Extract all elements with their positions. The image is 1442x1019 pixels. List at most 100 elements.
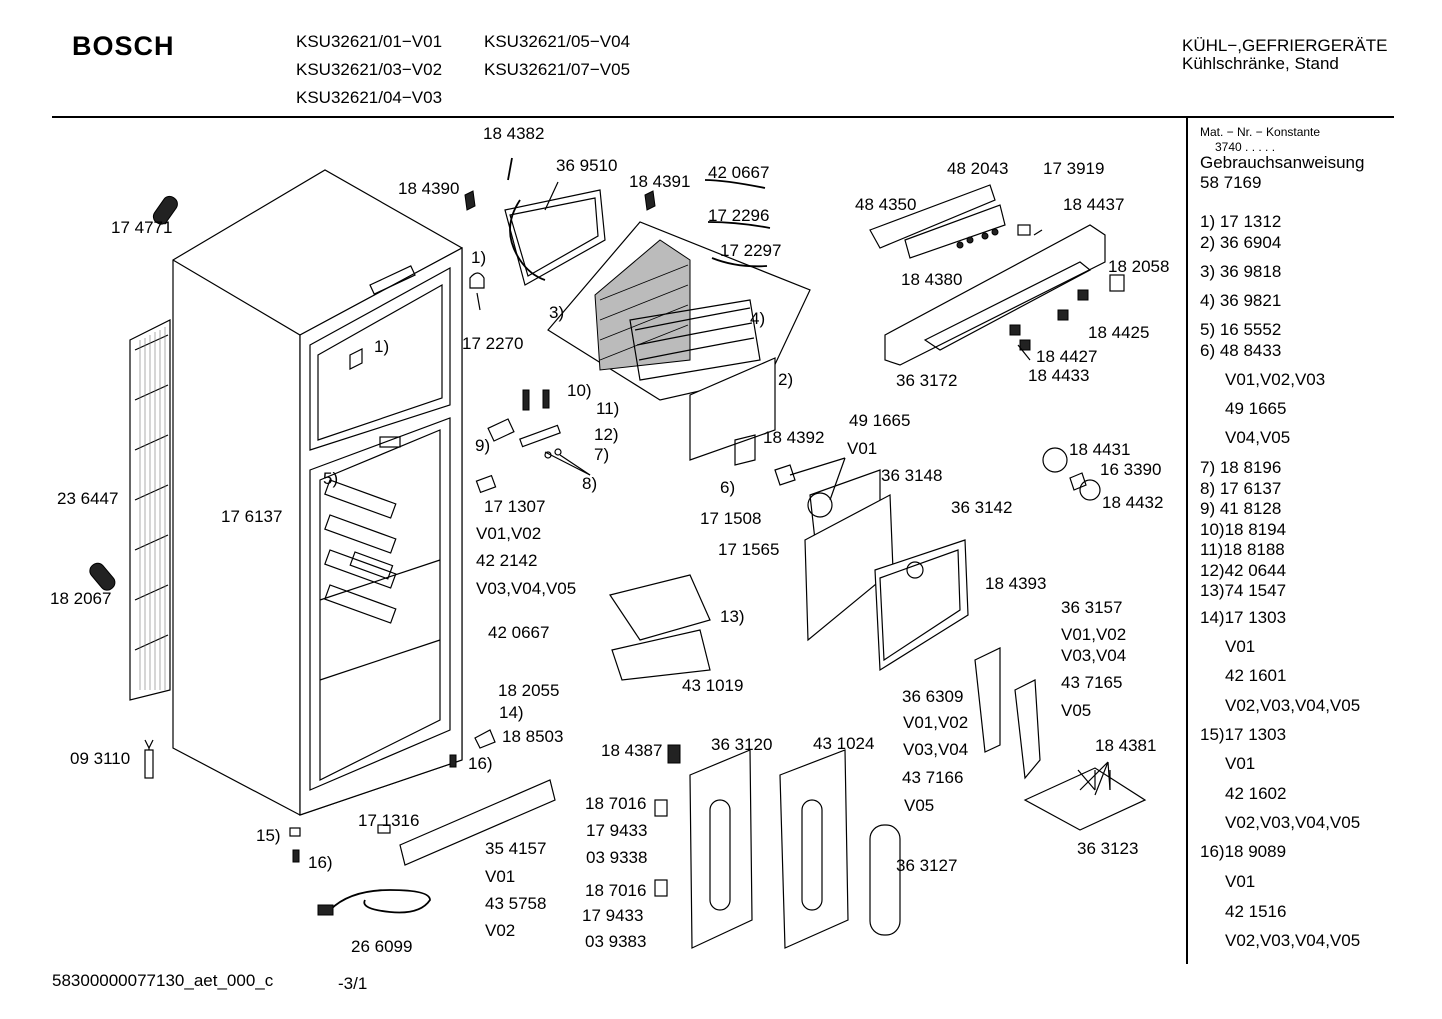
manual-label: Gebrauchsanweisung [1200, 153, 1365, 172]
parts-list-item: 11)18 8188 [1200, 540, 1285, 559]
part-label: 36 3172 [896, 371, 958, 390]
part-label: 17 1565 [718, 540, 780, 559]
part-label: 18 2055 [498, 681, 560, 700]
fan-and-covers [774, 447, 1101, 672]
mat-label: Mat. − Nr. − Konstante [1200, 125, 1321, 139]
parts-list-item: 8) 17 6137 [1200, 479, 1282, 498]
parts-list-item: 3) 36 9818 [1200, 262, 1282, 281]
door-bins [399, 574, 1147, 866]
part-label: 18 4433 [1028, 366, 1090, 385]
parts-list-item: V04,V05 [1225, 428, 1291, 447]
part-label: 17 1508 [700, 509, 762, 528]
parts-list-item: 12)42 0644 [1200, 561, 1287, 580]
parts-list-item: 42 1516 [1225, 902, 1287, 921]
part-label: 36 6309 [902, 687, 964, 706]
part-label: 18 4382 [483, 124, 545, 143]
part-label: V05 [904, 796, 935, 815]
parts-list-item: V01 [1225, 754, 1256, 773]
parts-list-item: 42 1602 [1225, 784, 1287, 803]
part-label: 17 2297 [720, 241, 782, 260]
parts-list-item: V01 [1225, 637, 1256, 656]
leader-lines [544, 181, 1111, 796]
part-label: 11) [596, 399, 620, 418]
part-label: 09 3110 [70, 749, 131, 768]
part-label: 1) [471, 248, 487, 267]
mat-value: 3740 . . . . . [1215, 140, 1276, 154]
part-label: V02 [485, 921, 516, 940]
part-label: 18 4391 [629, 172, 691, 191]
part-label: V03,V04 [1061, 646, 1127, 665]
part-label: 10) [567, 381, 592, 400]
brand-logo: BOSCH [72, 31, 175, 61]
manual-number: 58 7169 [1200, 173, 1262, 192]
part-label: 43 1024 [813, 734, 875, 753]
part-label: V01,V02 [1061, 625, 1127, 644]
part-label: 18 8503 [502, 727, 564, 746]
part-label: 35 4157 [485, 839, 547, 858]
part-label: 17 6137 [221, 507, 283, 526]
part-label: 36 3148 [881, 466, 943, 485]
parts-list-item: 4) 36 9821 [1200, 291, 1282, 310]
part-label: V03,V04,V05 [476, 579, 577, 598]
parts-list-item: V02,V03,V04,V05 [1225, 931, 1361, 950]
parts-list-item: 15)17 1303 [1200, 725, 1287, 744]
part-label: 36 3127 [896, 856, 958, 875]
part-label: 7) [594, 445, 610, 464]
parts-list-item: 1) 17 1312 [1200, 212, 1282, 231]
part-label: 18 4427 [1036, 347, 1098, 366]
model-3: KSU32621/03−V02 [296, 60, 443, 79]
part-label: 26 6099 [351, 937, 413, 956]
part-label: 12) [594, 425, 619, 444]
part-label: 18 4381 [1095, 736, 1157, 755]
part-label: 18 4431 [1069, 440, 1131, 459]
part-label: 16) [468, 754, 493, 773]
part-label: 03 9338 [586, 848, 648, 867]
part-label: 17 9433 [586, 821, 648, 840]
parts-list-item: V02,V03,V04,V05 [1225, 696, 1361, 715]
part-label: 5) [323, 469, 339, 488]
part-label: 3) [549, 303, 565, 322]
control-panel [869, 184, 1125, 366]
part-label: 23 6447 [57, 489, 119, 508]
header-rule [52, 116, 1394, 118]
door-liners [654, 744, 901, 949]
model-5: KSU32621/05−V04 [484, 32, 631, 51]
part-label: 17 9433 [582, 906, 644, 925]
part-label: 15) [256, 826, 281, 845]
part-label: 18 4392 [763, 428, 825, 447]
part-label: 18 2058 [1108, 257, 1170, 276]
part-label: 1) [374, 337, 390, 356]
condenser [129, 319, 171, 701]
part-label: 13) [720, 607, 745, 626]
part-label: 18 4393 [985, 574, 1047, 593]
parts-list-item: 10)18 8194 [1200, 520, 1287, 539]
parts-list-item: 7) 18 8196 [1200, 458, 1282, 477]
part-label: 36 9510 [556, 156, 618, 175]
part-label: 18 4425 [1088, 323, 1150, 342]
part-label: 18 7016 [585, 881, 647, 900]
part-label: 48 4350 [855, 195, 917, 214]
parts-list-item: 9) 41 8128 [1200, 499, 1282, 518]
part-label: 17 4771 [111, 218, 173, 237]
page-number: -3/1 [338, 974, 368, 993]
part-label: 18 4432 [1102, 493, 1164, 512]
part-label: 18 4390 [398, 179, 460, 198]
part-label: 42 2142 [476, 551, 538, 570]
part-label: 14) [499, 703, 524, 722]
parts-list-item: V01,V02,V03 [1225, 370, 1326, 389]
part-label: 36 3120 [711, 735, 773, 754]
part-label: 42 0667 [708, 163, 770, 182]
part-label: 03 9383 [585, 932, 647, 951]
part-label: 42 0667 [488, 623, 550, 642]
part-label: 6) [720, 478, 736, 497]
parts-list-item: 16)18 9089 [1200, 842, 1287, 861]
part-label: 17 3919 [1043, 159, 1105, 178]
parts-list-item: 5) 16 5552 [1200, 320, 1282, 339]
part-label: 18 2067 [50, 589, 112, 608]
sidebar-divider [1186, 118, 1188, 964]
part-label: 16) [308, 853, 333, 872]
part-label: 17 2296 [708, 206, 770, 225]
part-label: 2) [778, 370, 794, 389]
